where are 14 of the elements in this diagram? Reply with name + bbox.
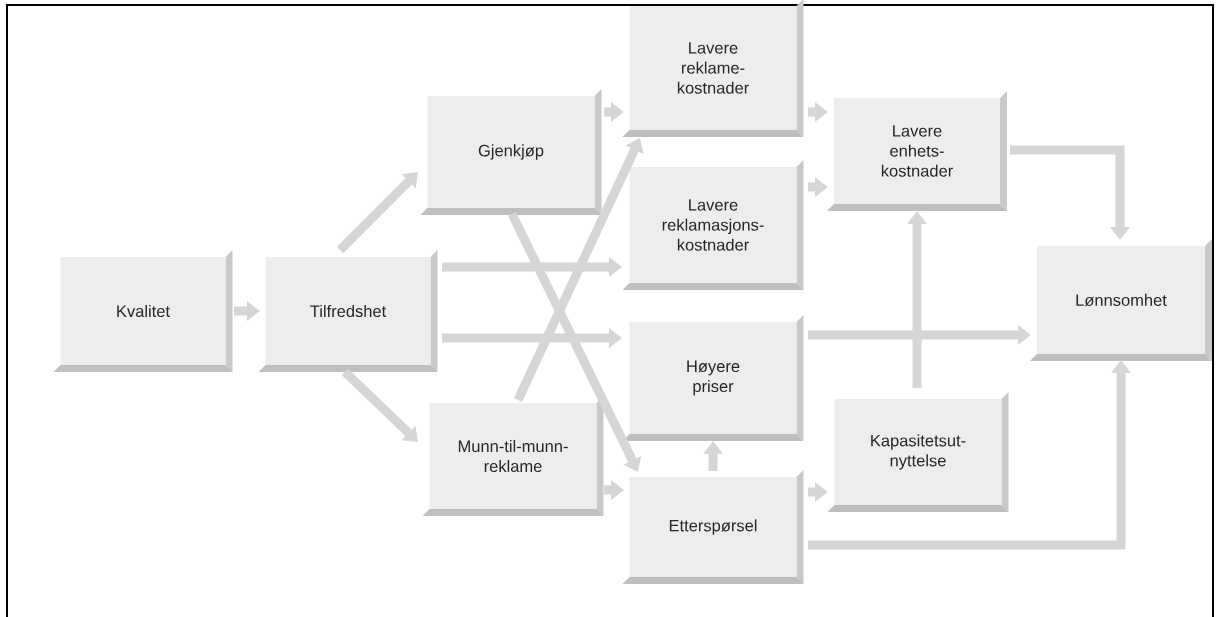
arrow (336, 172, 418, 254)
arrow (507, 212, 642, 472)
process-box: Kapasitetsut-nyttelse (827, 392, 1009, 512)
process-box: Lavere reklame-kostnader (622, 0, 804, 137)
process-box: Høyere priser (622, 315, 804, 441)
process-box: Lønnsomhet (1030, 239, 1212, 361)
process-box: Gjenkjøp (420, 89, 602, 215)
process-box: Lavere enhets-kostnader (827, 91, 1007, 211)
process-box: Tilfredshet (258, 250, 438, 372)
process-box: Lavere reklamasjons-kostnader (622, 160, 804, 290)
process-box: Kvalitet (53, 250, 233, 372)
arrow (341, 368, 418, 442)
process-box: Munn-til-munn-reklame (422, 396, 604, 516)
process-box: Etterspørsel (622, 470, 804, 584)
